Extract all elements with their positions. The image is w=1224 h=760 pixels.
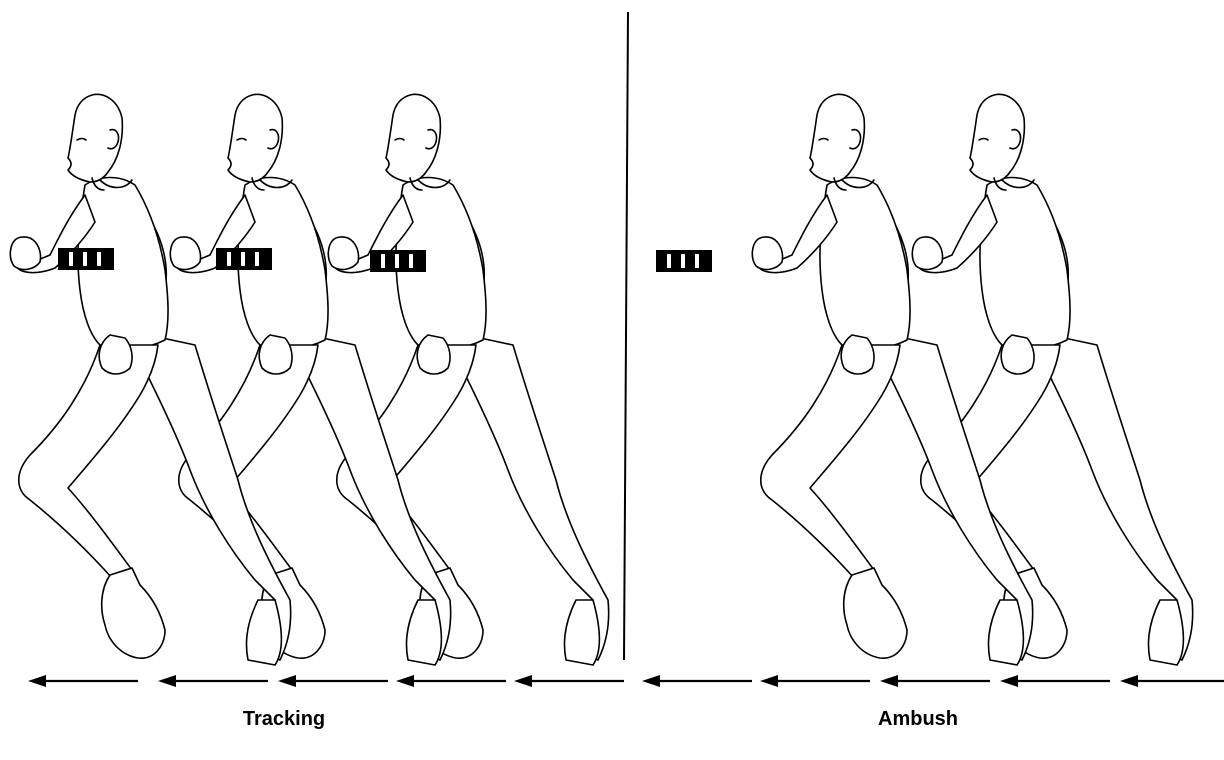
- tracking-tag-3: [370, 250, 426, 272]
- left-arrow-icon: [878, 673, 992, 689]
- ambush-standalone-tag: [656, 250, 712, 272]
- ambush-label: Ambush: [878, 708, 958, 730]
- runner-figure-ambush-2: [911, 93, 1194, 666]
- left-arrow-icon: [394, 673, 508, 689]
- panel-divider: [623, 11, 629, 661]
- left-arrow-icon: [758, 673, 872, 689]
- left-arrow-icon: [26, 673, 140, 689]
- left-arrow-icon: [640, 673, 754, 689]
- left-arrow-icon: [512, 673, 626, 689]
- left-arrow-icon: [276, 673, 390, 689]
- left-arrow-icon: [1118, 673, 1224, 689]
- direction-arrows: [26, 673, 1224, 689]
- tracking-tag-1: [58, 248, 114, 270]
- tracking-tag-2: [216, 248, 272, 270]
- runner-figure-tracking-3: [327, 93, 610, 666]
- left-arrow-icon: [156, 673, 270, 689]
- left-arrow-icon: [998, 673, 1112, 689]
- tracking-label: Tracking: [242, 708, 326, 730]
